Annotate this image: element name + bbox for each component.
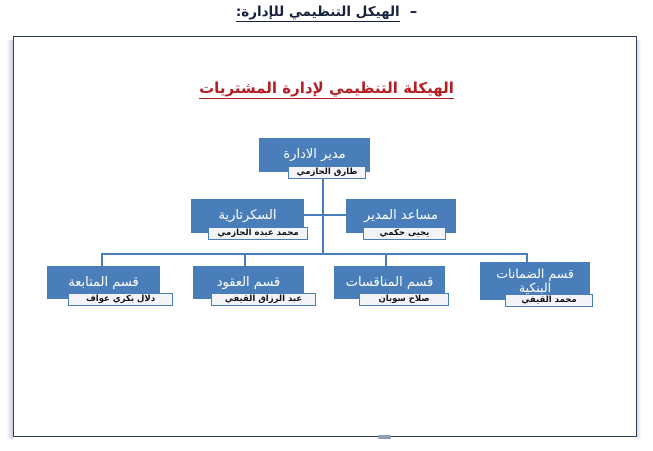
name-tag-director[interactable]: طارق الحازمي bbox=[288, 166, 366, 179]
name-tag-tenders-dept[interactable]: صلاح سوبان bbox=[359, 293, 449, 306]
node-bank-guarantees-dept-title-line2: البنكية bbox=[518, 280, 552, 295]
node-secretariat-title: السكرتارية bbox=[218, 208, 277, 224]
name-tag-contracts-dept-text: عبد الرزاق القيفي bbox=[224, 294, 303, 305]
node-follow-up-dept-title: قسم المتابعة bbox=[68, 274, 139, 290]
connector-level3-bus bbox=[101, 253, 528, 255]
frame-left-shadow bbox=[7, 40, 13, 439]
org-chart-title-text: الهيكلة التنظيمي لإدارة المشتريات bbox=[199, 79, 454, 99]
node-assistant-director-title: مساعد المدير bbox=[364, 208, 438, 224]
name-tag-assistant-director-text: يحيى حكمي bbox=[379, 228, 430, 239]
name-tag-follow-up-dept-text: دلال بكري عواف bbox=[85, 294, 156, 305]
name-tag-secretariat-text: محمد عبده الحازمي bbox=[217, 228, 299, 239]
name-tag-tenders-dept-text: صلاح سوبان bbox=[378, 294, 430, 305]
heading-text: الهيكل التنظيمي للإدارة: bbox=[235, 4, 400, 22]
document-heading: – الهيكل التنظيمي للإدارة: bbox=[0, 4, 653, 22]
org-chart-title: الهيكلة التنظيمي لإدارة المشتريات bbox=[0, 78, 653, 99]
connector-drop-follow-up bbox=[101, 253, 103, 267]
connector-drop-contracts bbox=[244, 253, 246, 267]
connector-trunk-vertical bbox=[322, 172, 324, 254]
connector-drop-bank-guarantees bbox=[526, 253, 528, 263]
name-tag-assistant-director[interactable]: يحيى حكمي bbox=[363, 227, 446, 240]
node-bank-guarantees-dept[interactable]: قسم الضمانات البنكية bbox=[480, 262, 590, 300]
name-tag-director-text: طارق الحازمي bbox=[296, 167, 358, 178]
name-tag-bank-guarantees-dept-text: محمد القيفي bbox=[521, 295, 577, 306]
node-bank-guarantees-dept-title-line1: قسم الضمانات bbox=[496, 266, 574, 281]
frame-right-shadow bbox=[637, 40, 642, 439]
name-tag-secretariat[interactable]: محمد عبده الحازمي bbox=[208, 227, 308, 240]
connector-level2-crossbar bbox=[304, 214, 346, 216]
node-tenders-dept-title: قسم المناقسات bbox=[345, 274, 434, 290]
heading-bullet-dash: – bbox=[409, 2, 418, 20]
node-contracts-dept-title: قسم العقود bbox=[216, 274, 281, 290]
frame-bottom-handle-mark bbox=[378, 435, 391, 439]
name-tag-bank-guarantees-dept[interactable]: محمد القيفي bbox=[505, 294, 593, 307]
connector-drop-tenders bbox=[385, 253, 387, 267]
org-chart-frame bbox=[13, 36, 637, 437]
node-director-title: مدير الادارة bbox=[283, 147, 346, 163]
name-tag-follow-up-dept[interactable]: دلال بكري عواف bbox=[68, 293, 173, 306]
name-tag-contracts-dept[interactable]: عبد الرزاق القيفي bbox=[211, 293, 316, 306]
